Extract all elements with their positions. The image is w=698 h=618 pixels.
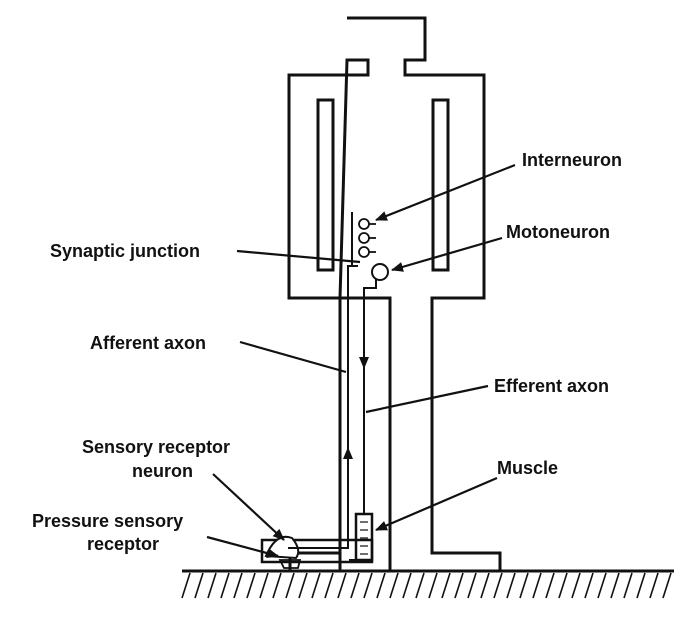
muscle-pointer [375, 476, 498, 532]
label-sensory-receptor-neuron-line2: neuron [132, 461, 193, 481]
interneuron-cells [358, 218, 376, 258]
pressure-sensory-receptor-pointer [206, 535, 279, 558]
label-pressure-sensory-receptor-line2: receptor [87, 534, 159, 554]
label-synaptic-junction: Synaptic junction [50, 241, 200, 261]
label-pressure-sensory-receptor-line1: Pressure sensory [32, 511, 183, 531]
ground-hatching [181, 572, 672, 599]
afferent-axon-line [288, 265, 358, 549]
efferent-axon-pointer [365, 384, 489, 414]
muscle-fibers [360, 521, 368, 555]
synaptic-junction-pointer [236, 249, 361, 264]
label-afferent-axon: Afferent axon [90, 333, 206, 353]
left-arm-outline [316, 98, 335, 272]
label-efferent-axon: Efferent axon [494, 376, 609, 396]
receptor-base [278, 559, 302, 569]
sensory-receptor-neuron-pointer [212, 473, 285, 541]
motoneuron-cell [371, 263, 389, 281]
label-motoneuron: Motoneuron [506, 222, 610, 242]
right-arm-outline [431, 98, 450, 272]
label-muscle: Muscle [497, 458, 558, 478]
label-interneuron: Interneuron [522, 150, 622, 170]
interneuron-pointer [375, 163, 516, 222]
muscle-shape [354, 512, 374, 562]
motoneuron-pointer [391, 236, 503, 272]
label-sensory-receptor-neuron-line1: Sensory receptor [82, 437, 230, 457]
efferent-axon-line [363, 279, 377, 515]
afferent-axon-pointer [239, 340, 347, 374]
